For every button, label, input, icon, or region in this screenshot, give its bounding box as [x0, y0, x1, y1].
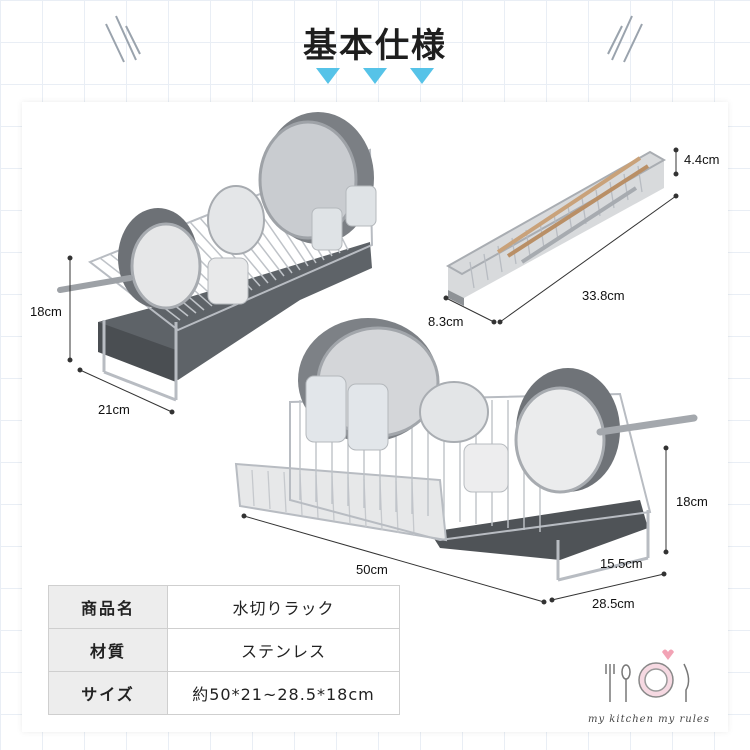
cutlery-tray-image [445, 150, 667, 306]
down-triangle-icon [316, 68, 340, 84]
table-row: サイズ 約50*21~28.5*18cm [48, 671, 400, 715]
main-depth-line [549, 571, 667, 603]
down-triangle-icon [410, 68, 434, 84]
main-rack-image [234, 318, 698, 582]
down-triangle-icon [363, 68, 387, 84]
tray-width-line [443, 295, 497, 325]
spec-value: 約50*21~28.5*18cm [167, 671, 400, 715]
left-rack-depth-label: 21cm [98, 402, 130, 417]
sparkle-lines-left-icon [105, 15, 141, 63]
left-rack-height-label: 18cm [30, 304, 62, 319]
tray-height-line [673, 147, 679, 177]
spec-key: 商品名 [48, 585, 168, 629]
tray-length-label: 33.8cm [582, 288, 625, 303]
main-height-label: 18cm [676, 494, 708, 509]
table-row: 商品名 水切りラック [48, 585, 400, 629]
table-row: 材質 ステンレス [48, 628, 400, 672]
main-length-label: 50cm [356, 562, 388, 577]
main-height-line [663, 445, 669, 555]
spec-value: 水切りラック [167, 585, 400, 629]
left-rack-height-line [67, 255, 73, 363]
header: 基本仕様 [0, 0, 750, 100]
tray-height-label: 4.4cm [684, 152, 720, 167]
tray-length-line [497, 193, 679, 325]
main-depth-min-label: 15.5cm [600, 556, 643, 571]
spec-table: 商品名 水切りラック 材質 ステンレス サイズ 約50*21~28.5*18cm [48, 585, 400, 715]
spec-key: サイズ [48, 671, 168, 715]
spec-value: ステンレス [167, 628, 400, 672]
left-rack-image [57, 112, 377, 402]
main-length-line [241, 513, 547, 605]
main-depth-max-label: 28.5cm [592, 596, 635, 611]
page-title: 基本仕様 [303, 26, 447, 66]
spec-key: 材質 [48, 628, 168, 672]
tray-width-label: 8.3cm [428, 314, 464, 329]
sparkle-lines-right-icon [607, 15, 643, 63]
kitchen-logo-icon [605, 649, 690, 702]
left-rack-depth-line [77, 367, 175, 415]
logo-text: my kitchen my rules [588, 714, 710, 725]
